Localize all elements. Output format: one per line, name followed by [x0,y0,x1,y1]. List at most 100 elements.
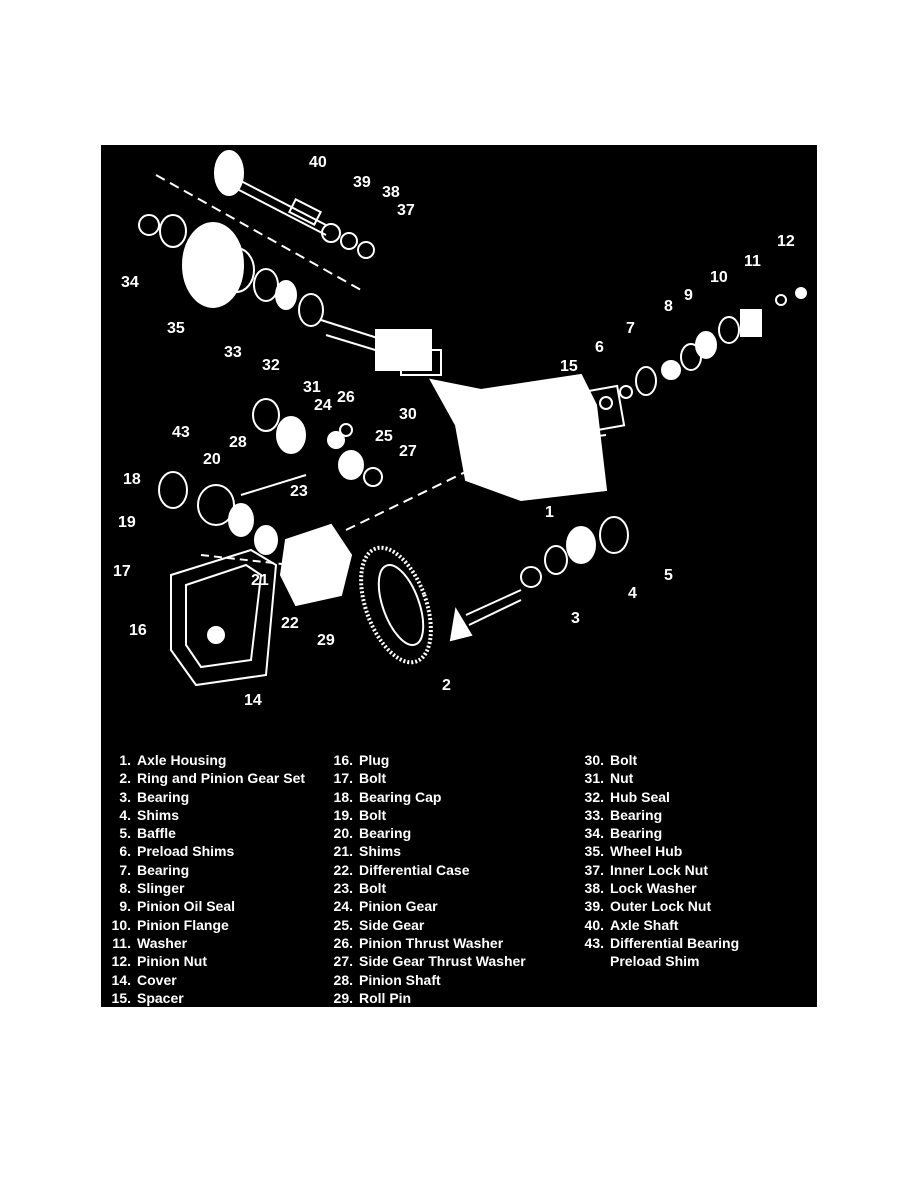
legend-item-label: Shims [137,806,180,823]
legend-item: 2. Ring and Pinion Gear Set [101,769,305,787]
legend-item-label: Wheel Hub [610,843,683,860]
legend-item-number: 26. [333,934,353,951]
legend-item: 20. Bearing [323,824,526,842]
hub-bearing-parts [138,214,255,308]
legend-item-number: 22. [333,861,353,878]
legend-item-number: 43. [584,934,604,951]
legend-item-label: Hub Seal [610,788,670,805]
legend-item: 25.Side Gear [323,916,526,934]
legend-item-label: Bolt [359,770,387,787]
legend-item-number: 12. [111,953,131,970]
legend-item-number: 1. [119,752,131,768]
callout-label: 30 [399,406,417,423]
callout-label: 14 [244,692,262,709]
callout-label: 34 [121,274,139,291]
legend-item-number: 30. [584,752,604,768]
legend-item-number: 23. [333,880,353,897]
legend-item: 29. Roll Pin [323,989,526,1007]
axle-housing-part [429,373,626,502]
legend-item: 40.Axle Shaft [574,916,739,934]
callout-label: 25 [375,428,393,445]
legend-item-label: Side Gear Thrust Washer [359,953,526,970]
legend-item-number: 29. [333,989,353,1006]
callout-label: 39 [353,174,371,191]
legend-item-label: Roll Pin [359,989,412,1006]
legend-item: 12.Pinion Nut [101,952,305,970]
lock-nut-parts [321,223,375,259]
hub-seal-parts [253,268,324,327]
legend-item: 18.Bearing Cap [323,788,526,806]
legend-item-number: 17. [333,770,353,787]
callout-label: 15 [560,358,578,375]
legend-item-label: Pinion Thrust Washer [359,934,504,951]
legend-item-label: Side Gear [359,916,425,933]
legend-item-number: 33. [584,806,604,823]
legend-item-number: 20. [333,825,353,842]
legend-item-number: 39. [584,898,604,915]
legend-item-label: Bolt [359,806,387,823]
legend-item: 43. Differential Bearing [574,934,740,952]
legend-item-label: Washer [137,934,188,951]
legend-item-number: 6. [119,843,131,860]
exploded-axle-figure: 40 39 38 37 34 35 33 32 31 30 12 11 10 9… [101,145,817,1007]
legend-item-label: Baffle [137,825,176,842]
legend-item-label: Pinion Gear [359,898,438,915]
bearing-cap-parts [158,471,278,555]
callout-label: 5 [664,567,673,584]
legend-item-number: 35. [584,843,604,860]
legend-item-number: 18. [333,788,353,805]
legend-item: 11. Washer [101,934,305,952]
legend-item-number: 15. [111,989,131,1006]
legend-item-number: 4. [119,806,131,823]
callout-label: 35 [167,320,185,337]
legend-item-number: 11. [112,934,131,951]
callout-label: 1 [545,504,554,521]
exploded-view-diagram: 40 39 38 37 34 35 33 32 31 30 12 11 10 9… [113,150,807,709]
legend-item-label: Bearing [359,825,412,842]
legend-item-number: 24. [333,898,353,915]
legend-item-number: 40. [584,916,604,933]
callout-label: 21 [251,572,269,589]
legend-item: 6. Preload Shims [101,842,305,860]
callout-label: 28 [229,434,247,451]
callout-label: 37 [397,202,415,219]
legend-item-label: Axle Housing [137,752,227,768]
differential-case-part [279,523,353,607]
differential-gears [240,398,383,496]
ring-gear-part [359,545,433,665]
legend-item-number: 2. [119,770,131,787]
legend-item-number: 21. [333,843,353,860]
legend-item-label: Ring and Pinion Gear Set [137,770,306,787]
callout-label: 7 [626,320,635,337]
legend-item: 34.Bearing [574,824,739,842]
legend-item-label: Inner Lock Nut [610,861,709,878]
callout-label: 6 [595,339,604,356]
legend-item: 14.Cover [101,971,305,989]
callout-label: 33 [224,344,242,361]
legend-item-label: Preload Shims [137,843,235,860]
legend-item-label: Nut [610,770,634,787]
legend-item-number: 9. [119,898,131,915]
callout-label: 23 [290,483,308,500]
callout-label: 40 [309,154,327,171]
legend-item-number: 38. [584,880,604,897]
legend-item-number: 10. [111,916,131,933]
legend-item: 37.Inner Lock Nut [574,861,739,879]
callout-label: 18 [123,471,141,488]
callout-label: 3 [571,610,580,627]
legend-item: 33.Bearing [574,806,739,824]
legend-item: 16.Plug [323,751,526,769]
legend-item-label: Bolt [610,752,638,768]
legend-item-label: Bolt [359,880,387,897]
callout-label: 27 [399,443,417,460]
callout-label: 10 [710,269,728,286]
legend-item-number: 34. [584,825,604,842]
callout-label: 12 [777,233,795,250]
legend-item: 28.Pinion Shaft [323,971,526,989]
callout-label: 19 [118,514,136,531]
legend-item-label: Differential Bearing [610,934,740,951]
legend-item-label: Slinger [137,880,185,897]
centerline-cover [200,554,292,566]
legend-item-label: Differential Case [359,861,470,878]
